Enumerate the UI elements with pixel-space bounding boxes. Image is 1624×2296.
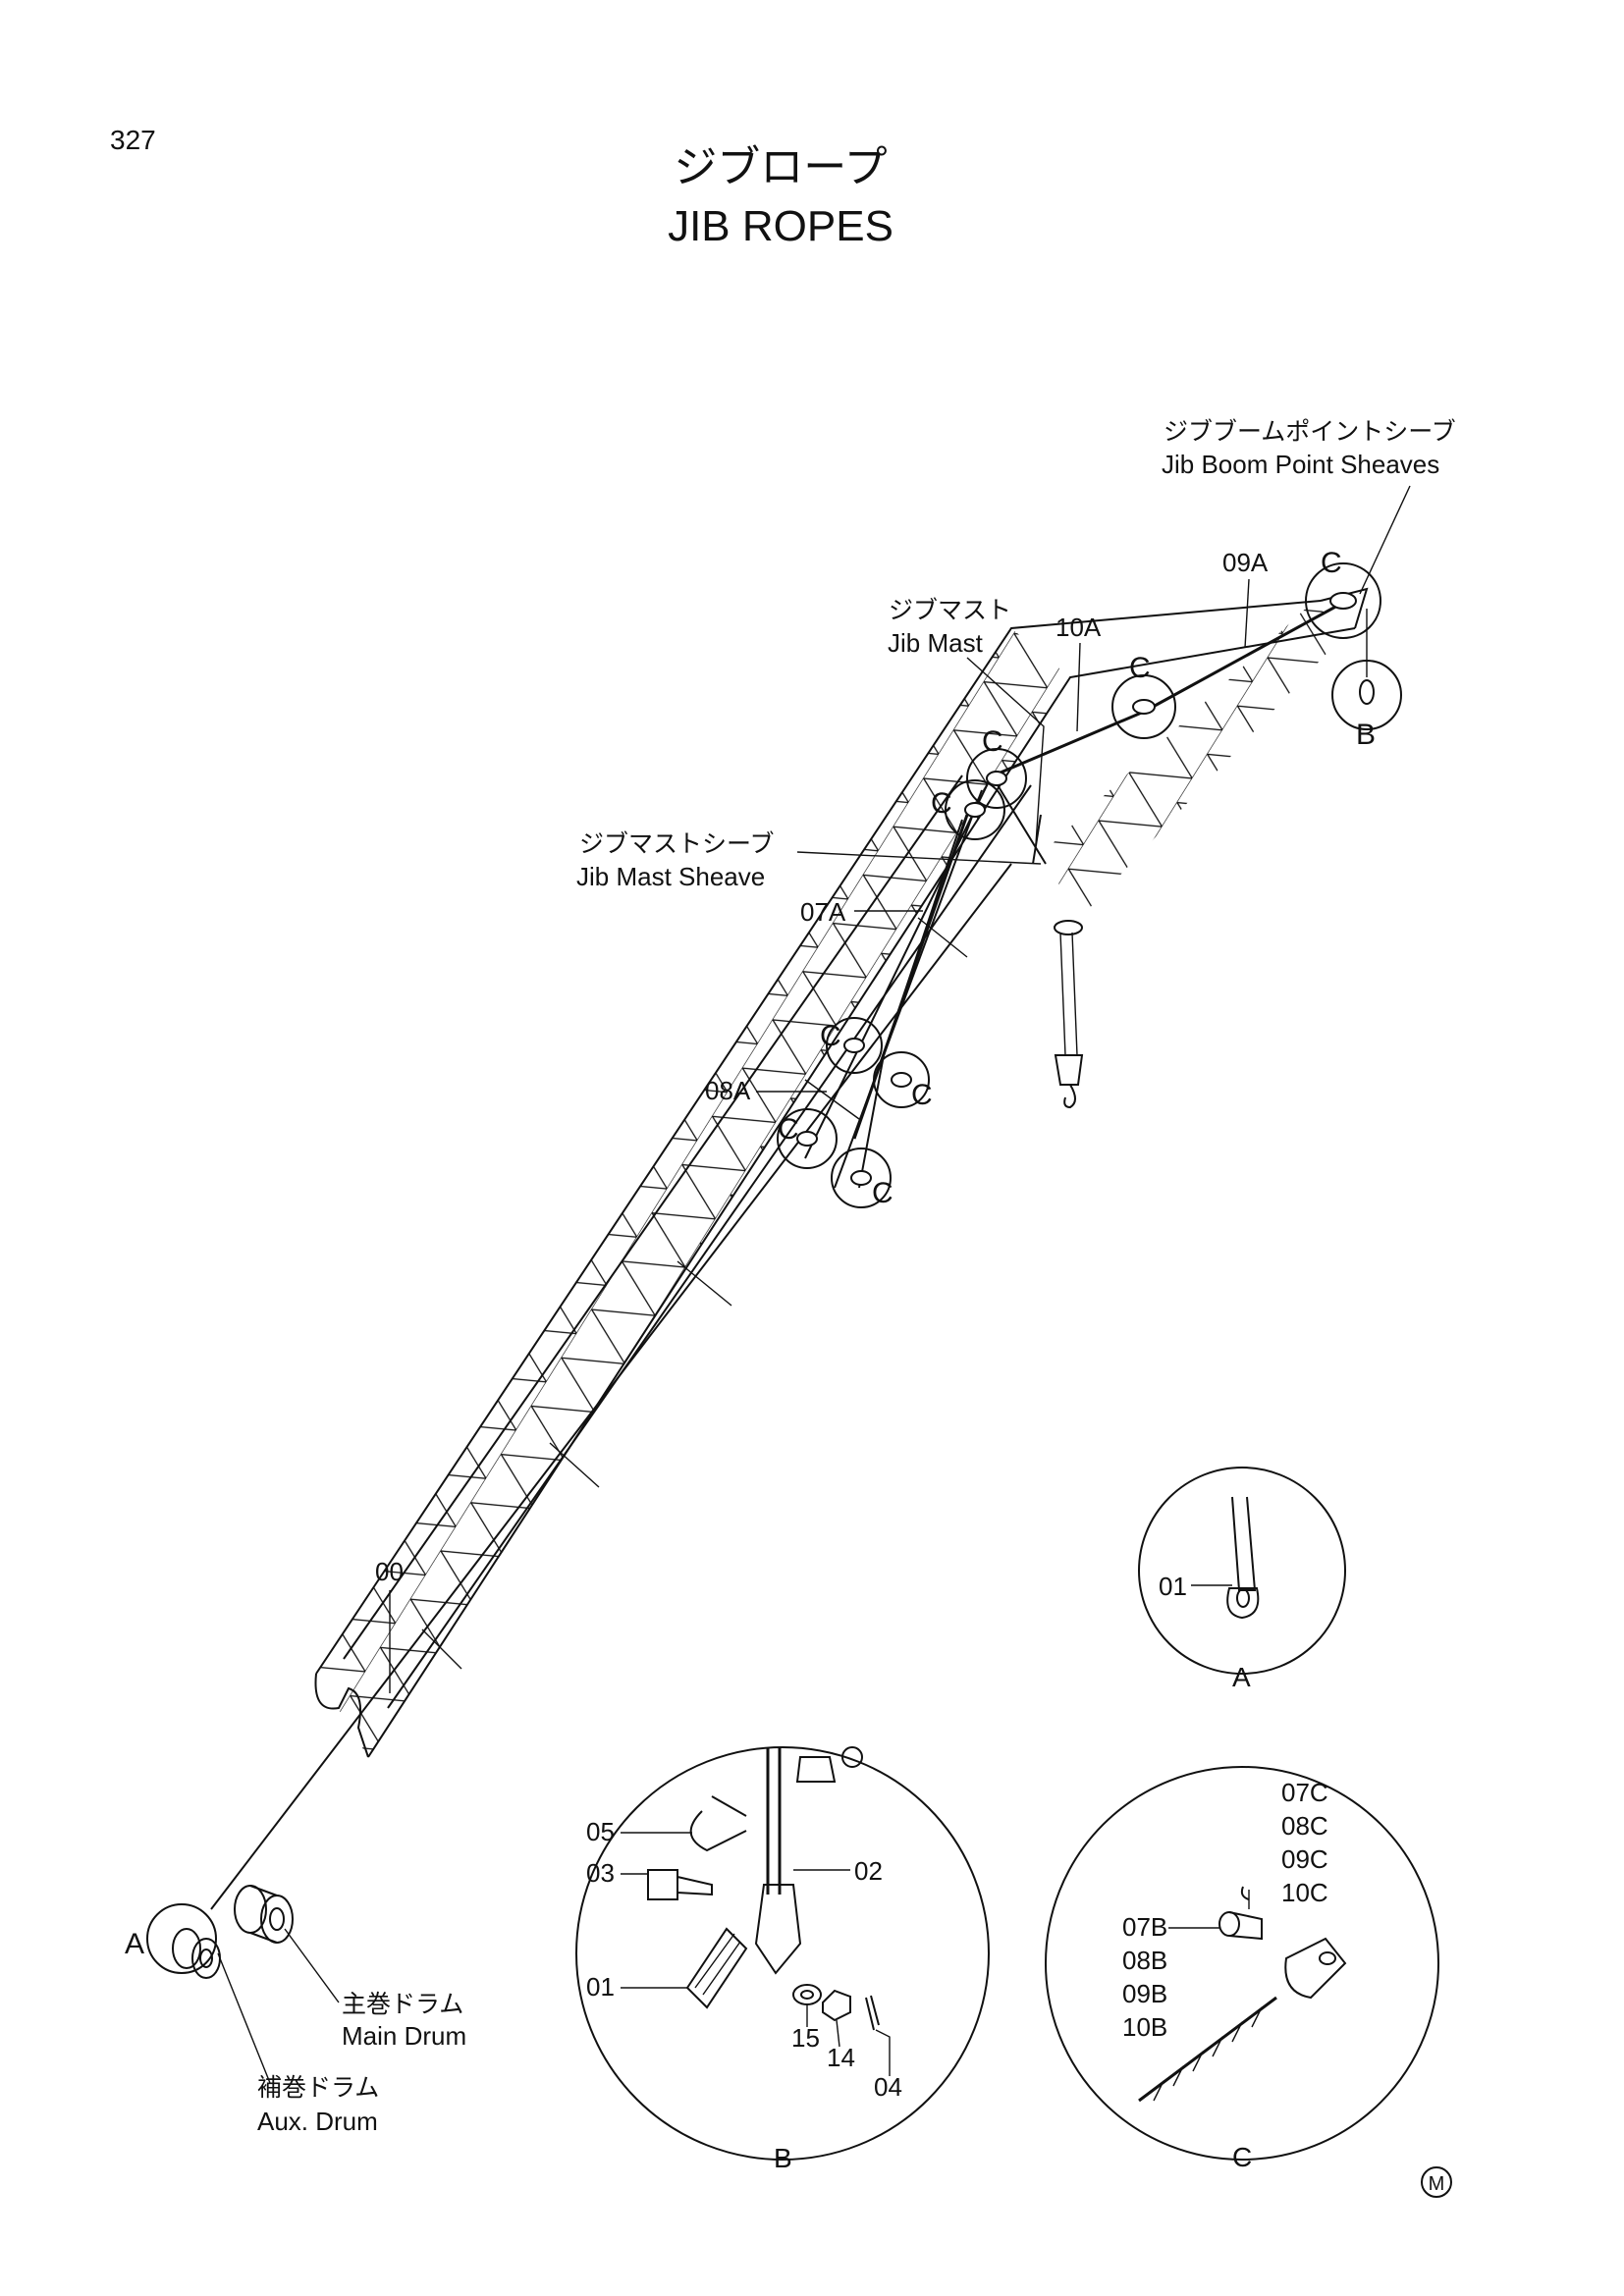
detail-c-end-09B: 09B xyxy=(1122,1979,1167,2008)
title-english: JIB ROPES xyxy=(668,202,893,250)
detail-a: A 01 xyxy=(1138,1467,1346,1692)
svg-text:B: B xyxy=(1356,719,1376,751)
callout-jib-mast-en: Jib Mast xyxy=(888,628,984,658)
detail-a-label: A xyxy=(1232,1662,1251,1692)
svg-text:C: C xyxy=(872,1177,893,1209)
detail-c-pin-08C: 08C xyxy=(1281,1811,1328,1841)
rope-10A xyxy=(993,710,1145,777)
c-markers: C C C C C C C C B xyxy=(777,547,1402,1209)
detail-c-end-10B: 10B xyxy=(1122,2012,1167,2042)
rope-09A xyxy=(1143,597,1351,714)
callout-jib-mast-sheave-en: Jib Mast Sheave xyxy=(576,862,765,891)
svg-text:C: C xyxy=(911,1079,933,1111)
callout-aux-drum-en: Aux. Drum xyxy=(257,2107,378,2136)
detail-b-part-02: 02 xyxy=(854,1856,883,1886)
svg-text:C: C xyxy=(931,787,952,820)
detail-a-part-01: 01 xyxy=(1159,1572,1187,1601)
callout-jib-mast-sheave-jp: ジブマストシーブ xyxy=(579,829,775,858)
maker-mark: M xyxy=(1421,2166,1452,2198)
svg-text:C: C xyxy=(820,1020,841,1052)
svg-text:A: A xyxy=(125,1928,144,1960)
detail-b: B 05 03 01 02 15 14 04 xyxy=(575,1746,990,2173)
callout-main-drum-jp: 主巻ドラム xyxy=(342,1990,463,2018)
detail-c: C 07C 08C 09C 10C 07B 08B 09B 10B xyxy=(1045,1766,1439,2172)
detail-c-label: C xyxy=(1232,2142,1252,2172)
drums: A xyxy=(125,1885,294,1979)
svg-text:C: C xyxy=(982,725,1003,758)
detail-b-part-14: 14 xyxy=(827,2043,855,2072)
part-label-08A: 08A xyxy=(705,1076,751,1105)
part-label-10A: 10A xyxy=(1056,613,1102,642)
detail-b-part-05: 05 xyxy=(586,1817,615,1846)
part-label-00: 00 xyxy=(375,1557,404,1586)
callout-jib-boom-point-sheaves-en: Jib Boom Point Sheaves xyxy=(1162,450,1439,479)
detail-c-end-08B: 08B xyxy=(1122,1946,1167,1975)
jib-mast xyxy=(804,597,1351,1189)
part-label-09A: 09A xyxy=(1222,548,1269,577)
page-number: 327 xyxy=(110,125,156,155)
rope-07A xyxy=(852,814,969,1140)
callout-jib-mast-jp: ジブマスト xyxy=(889,596,1011,624)
callout-main-drum-en: Main Drum xyxy=(342,2021,466,2051)
svg-text:M: M xyxy=(1429,2173,1445,2195)
detail-b-part-01: 01 xyxy=(586,1972,615,2002)
title-japanese: ジブロープ xyxy=(674,142,887,192)
callouts: ジブブームポイントシーブ Jib Boom Point Sheaves ジブマス… xyxy=(217,417,1456,2136)
detail-b-part-03: 03 xyxy=(586,1858,615,1888)
detail-c-pin-10C: 10C xyxy=(1281,1878,1328,1907)
svg-text:C: C xyxy=(778,1113,799,1146)
detail-c-end-07B: 07B xyxy=(1122,1912,1167,1942)
detail-c-pin-07C: 07C xyxy=(1281,1778,1328,1807)
part-label-07A: 07A xyxy=(800,897,846,927)
detail-b-part-04: 04 xyxy=(874,2072,902,2102)
detail-b-part-15: 15 xyxy=(791,2023,820,2053)
detail-b-label: B xyxy=(774,2143,792,2173)
callout-jib-boom-point-sheaves-jp: ジブブームポイントシーブ xyxy=(1164,417,1456,446)
svg-text:C: C xyxy=(1129,652,1151,684)
svg-text:C: C xyxy=(1321,547,1342,579)
jib-boom xyxy=(210,587,1369,1910)
detail-c-pin-09C: 09C xyxy=(1281,1844,1328,1874)
callout-aux-drum-jp: 補巻ドラム xyxy=(257,2073,379,2102)
